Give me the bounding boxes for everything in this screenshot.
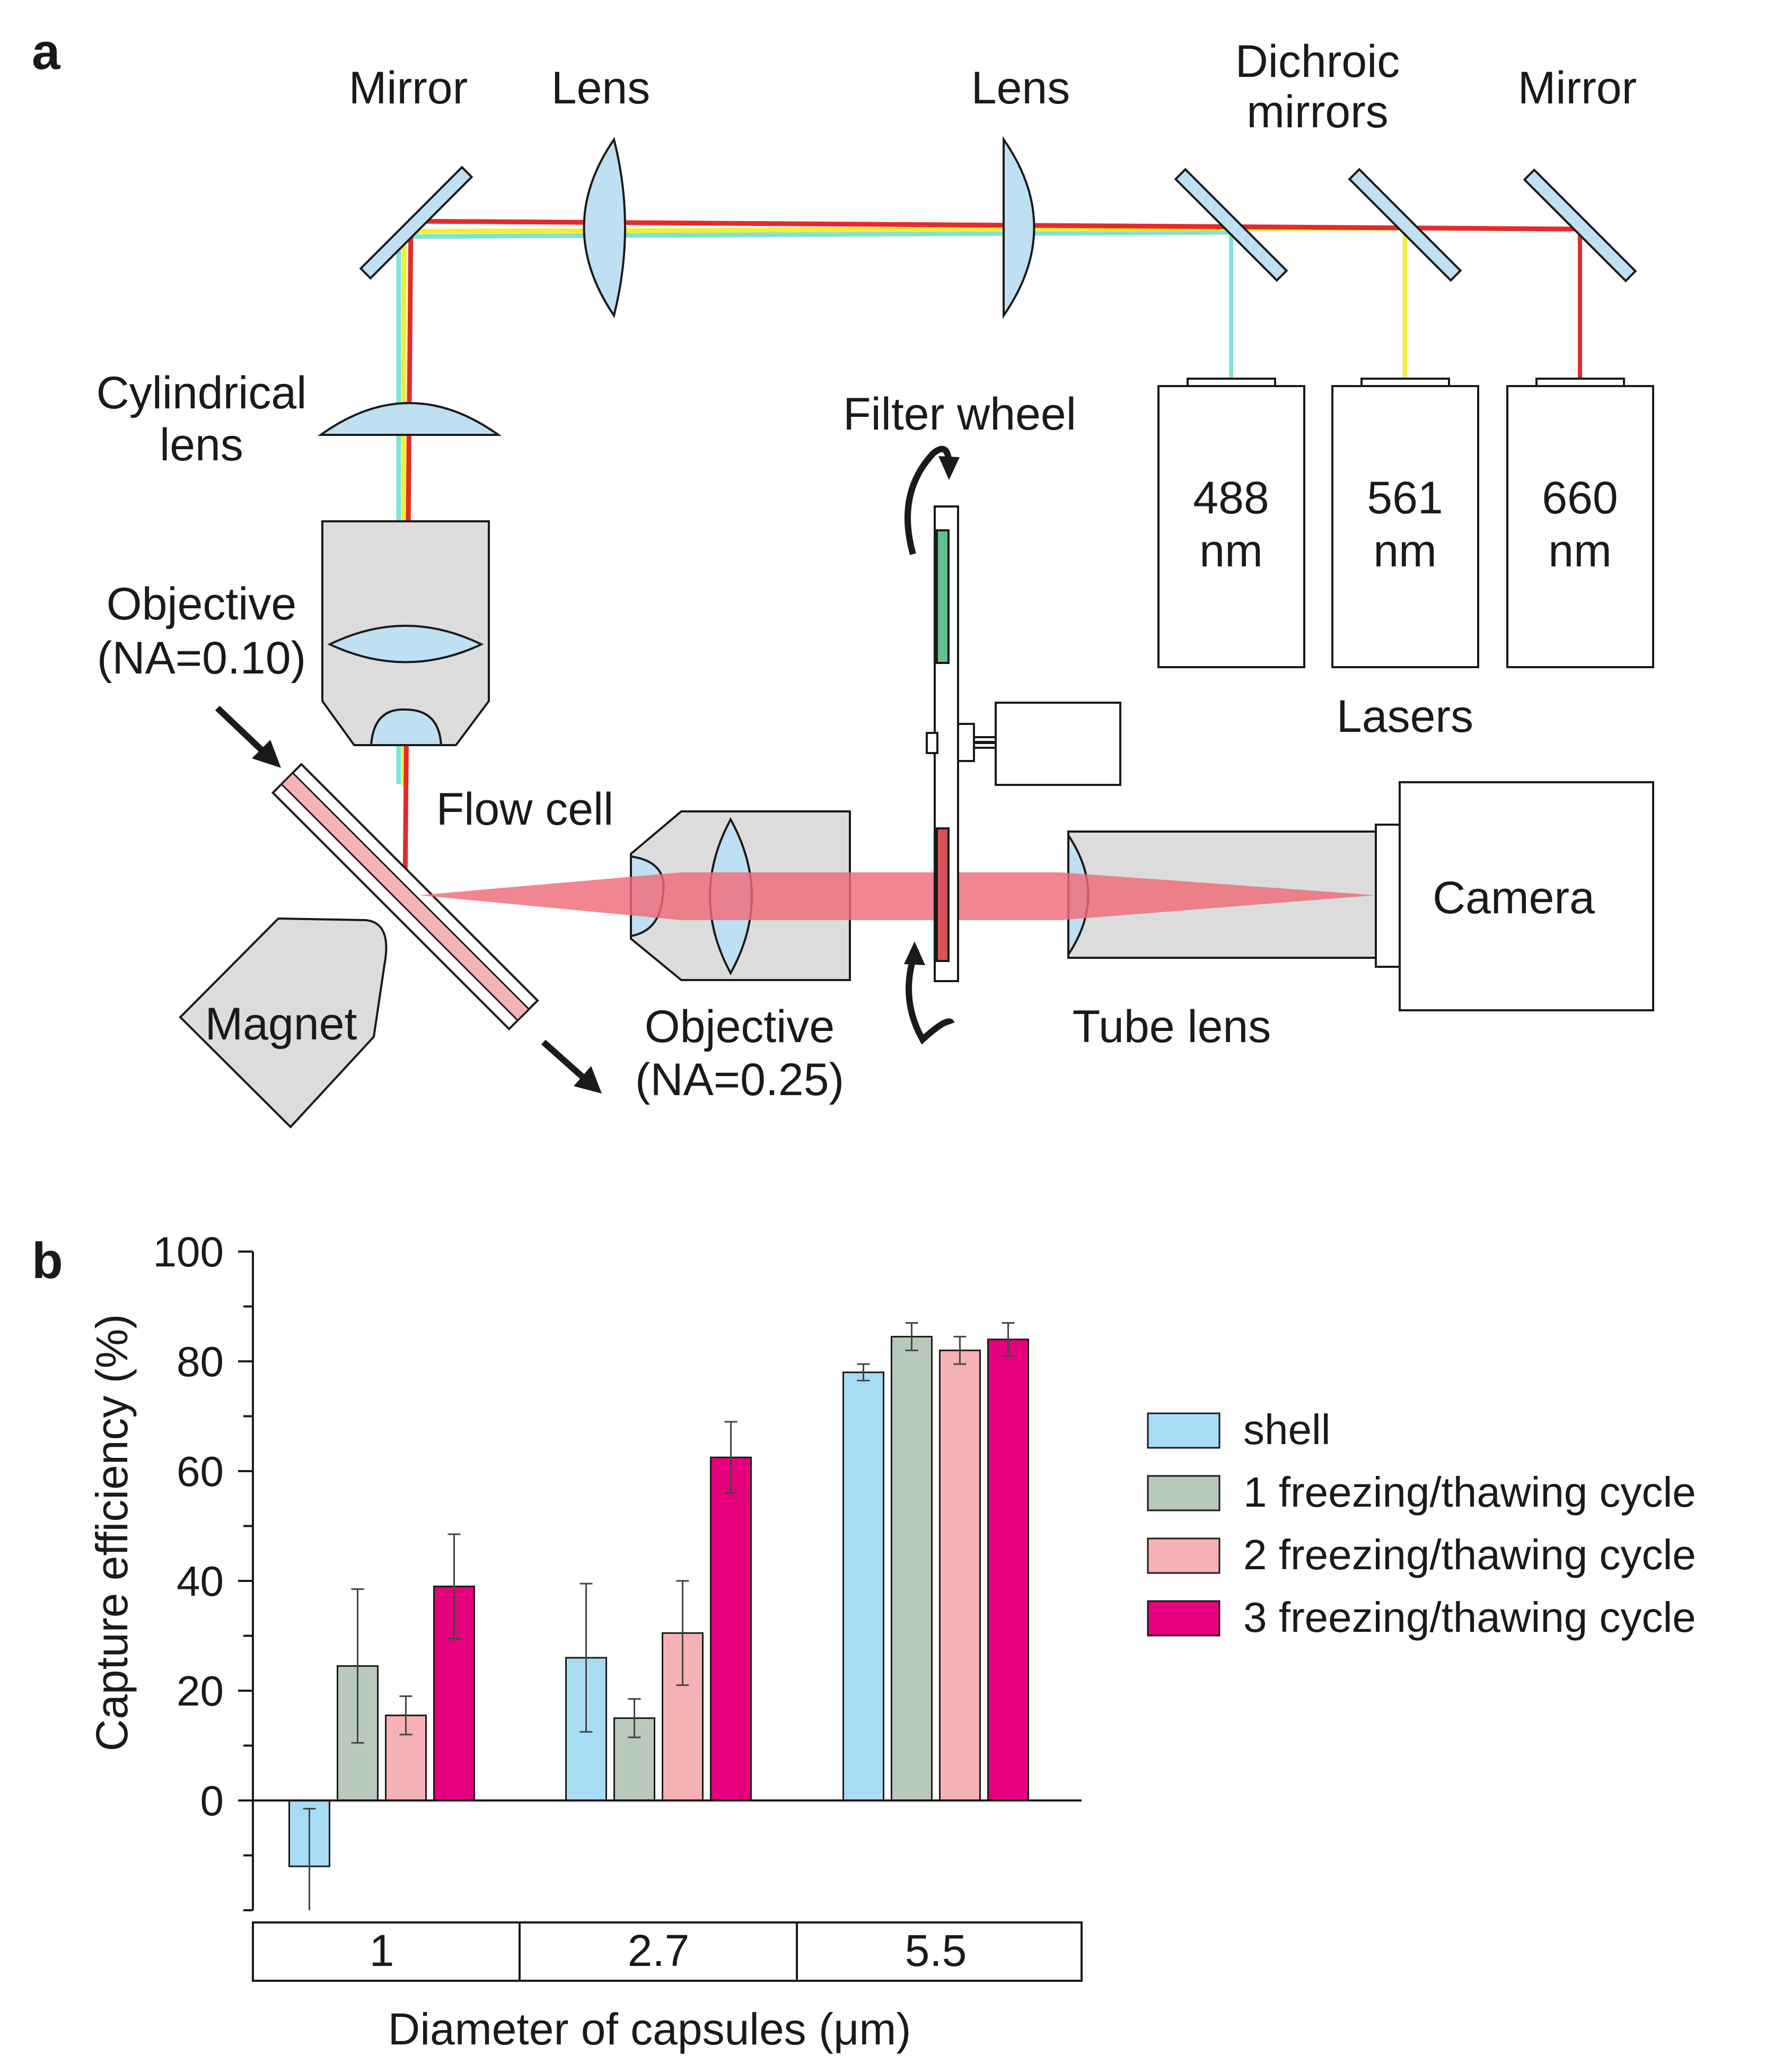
x-axis-title: Diameter of capsules (μm) (388, 2004, 911, 2054)
lens-left (583, 137, 626, 318)
legend-swatch (1147, 1412, 1220, 1449)
y-tick-label: 80 (177, 1338, 224, 1385)
label-cylindrical-2: lens (160, 419, 243, 470)
label-magnet: Magnet (205, 999, 357, 1050)
dichroic-mirror-1 (1174, 168, 1288, 282)
label-mirror-right: Mirror (1518, 63, 1637, 113)
laser-488: 488 nm (1157, 378, 1305, 668)
y-axis-title: Capture efficiency (%) (87, 1314, 137, 1752)
panel-b-letter: b (32, 1232, 63, 1289)
laser-660-unit: nm (1548, 526, 1611, 576)
label-dichroic-2: mirrors (1246, 86, 1389, 137)
laser-561-wavelength: 561 (1367, 473, 1443, 523)
label-objective1-2: (NA=0.10) (97, 633, 306, 684)
cylindrical-lens (317, 402, 502, 436)
x-category-label: 2.7 (628, 1926, 690, 1975)
legend-label: 3 freezing/thawing cycle (1243, 1594, 1696, 1641)
bars (288, 1322, 1029, 1910)
label-mirror-left: Mirror (349, 63, 468, 113)
bar (987, 1339, 1029, 1802)
legend-swatch (1147, 1475, 1220, 1511)
panel-a: a Mirror Lens Lens Dichroic mirrors Mirr… (32, 23, 1654, 1129)
label-cylindrical-1: Cylindrical (96, 368, 307, 418)
laser-488-wavelength: 488 (1193, 473, 1269, 523)
label-filter-wheel: Filter wheel (843, 389, 1076, 440)
mirror-left (359, 165, 473, 280)
mirror-right (1523, 168, 1637, 283)
legend-swatch (1147, 1537, 1220, 1574)
bar (891, 1335, 933, 1802)
label-lens-left: Lens (551, 63, 651, 113)
filter-wheel-rotation-arrow-top (905, 445, 960, 555)
filter-wheel-rotation-arrow-bottom (904, 941, 955, 1045)
legend: shell 1 freezing/thawing cycle 2 freezing/… (1147, 1406, 1696, 1641)
label-flow-cell: Flow cell (436, 784, 614, 835)
laser-561-unit: nm (1373, 526, 1436, 576)
label-dichroic-1: Dichroic (1235, 36, 1400, 87)
y-tick-label: 40 (177, 1558, 224, 1605)
magnet: Magnet (179, 917, 388, 1129)
y-tick-label: 100 (153, 1228, 224, 1275)
label-camera: Camera (1433, 872, 1595, 923)
label-tube-lens: Tube lens (1073, 1001, 1271, 1052)
panel-b: b Capture efficiency (%) 0 20 40 60 80 100 1 2… (32, 1228, 1696, 2054)
bar (842, 1371, 884, 1802)
legend-swatch (1147, 1600, 1220, 1637)
label-objective2-1: Objective (645, 1001, 835, 1052)
flow-cell (271, 763, 539, 1031)
legend-label: 2 freezing/thawing cycle (1243, 1531, 1696, 1578)
y-tick-label: 0 (200, 1777, 224, 1824)
bar (939, 1349, 981, 1802)
filter-wheel (926, 505, 1121, 982)
panel-a-letter: a (32, 23, 60, 80)
legend-label: 1 freezing/thawing cycle (1243, 1468, 1696, 1516)
bar (662, 1632, 704, 1802)
category-box-outline (252, 1921, 1083, 1982)
label-objective2-2: (NA=0.25) (635, 1054, 844, 1105)
y-tick-label: 20 (177, 1667, 224, 1715)
fluorescence-beam (419, 872, 1376, 920)
outflow-arrow (541, 1039, 602, 1094)
x-category-label: 1 (370, 1926, 394, 1975)
bar (710, 1456, 752, 1802)
laser-660-wavelength: 660 (1542, 473, 1618, 523)
camera: Camera (1375, 781, 1654, 1011)
label-lens-right: Lens (971, 63, 1070, 113)
category-box: 1 2.7 5.5 (252, 1921, 1083, 1982)
label-objective1-1: Objective (107, 579, 297, 630)
laser-488-unit: nm (1199, 526, 1262, 576)
inflow-arrow (215, 705, 281, 768)
legend-label: shell (1243, 1406, 1331, 1453)
y-axis: 0 20 40 60 80 100 (153, 1228, 254, 1911)
label-lasers: Lasers (1337, 691, 1473, 742)
x-category-label: 5.5 (905, 1926, 967, 1975)
laser-561: 561 nm (1331, 378, 1479, 668)
objective-na-0-10 (321, 520, 490, 746)
laser-660: 660 nm (1506, 378, 1654, 668)
dichroic-mirror-2 (1348, 168, 1462, 282)
y-tick-label: 60 (177, 1448, 224, 1495)
lens-right (1003, 136, 1035, 319)
